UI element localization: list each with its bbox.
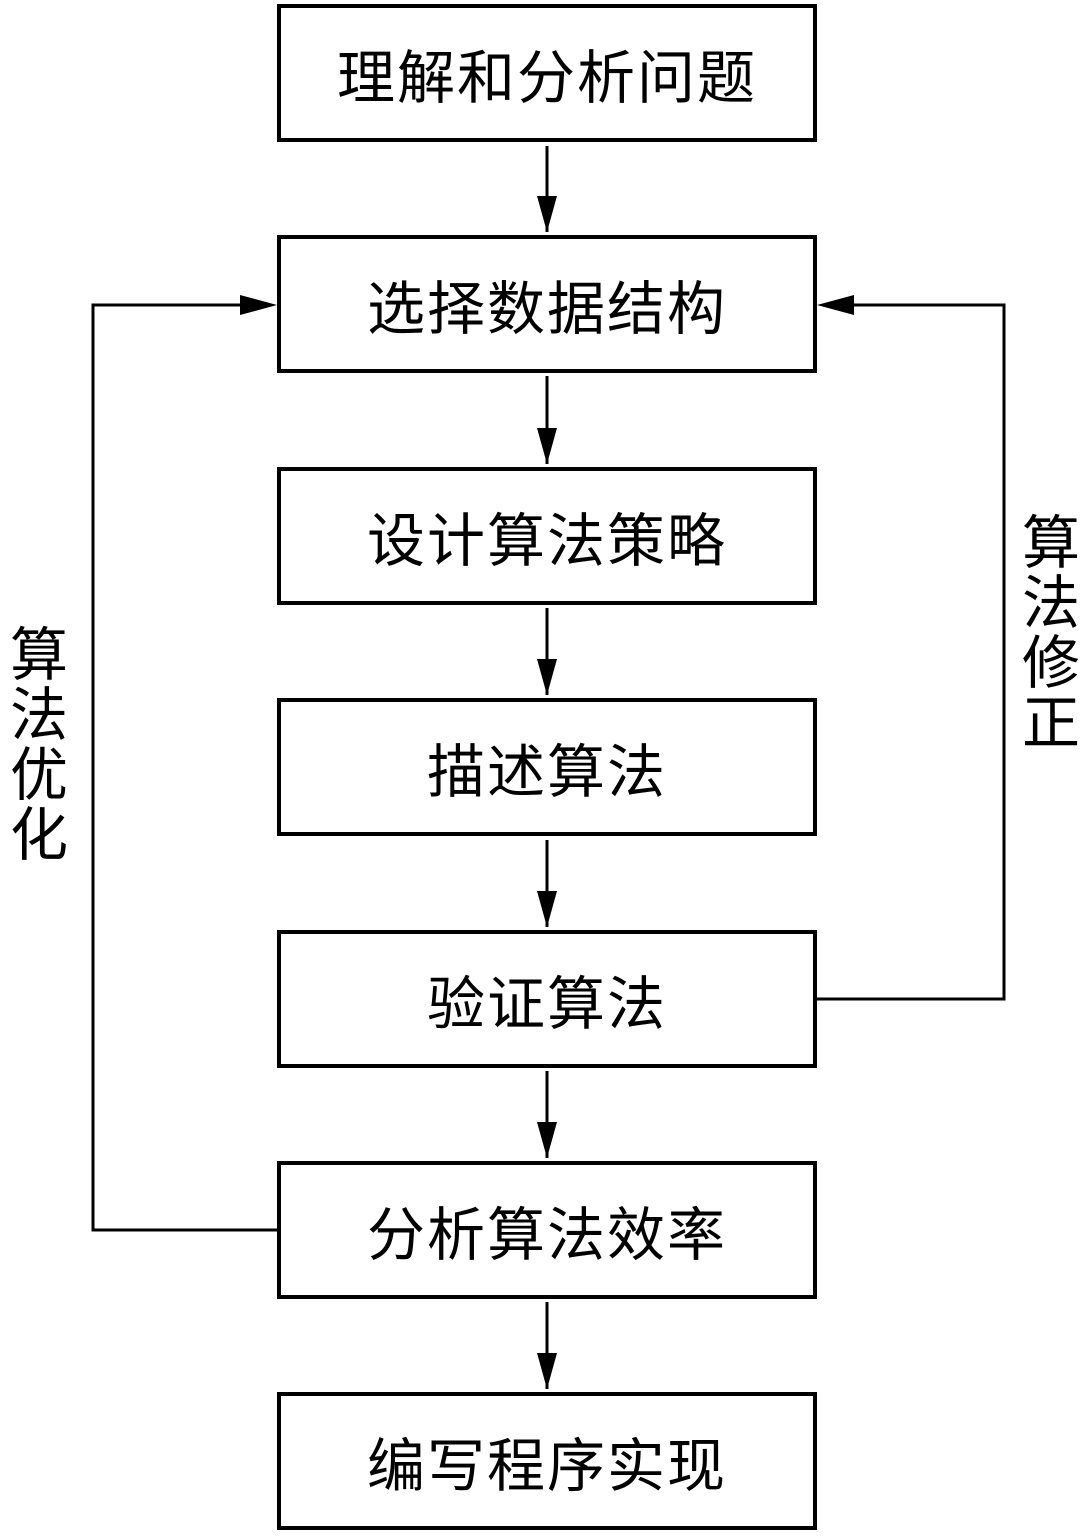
step-design-strategy: 设计算法策略: [277, 467, 817, 605]
arrowhead-6: [537, 1353, 557, 1389]
correction-label: 算法修正: [1012, 512, 1080, 752]
arrowhead-2: [537, 428, 557, 464]
step-data-structure: 选择数据结构: [277, 235, 817, 373]
step-implement: 编写程序实现: [277, 1392, 817, 1530]
optimization-loop-line: [91, 303, 277, 1232]
step-data-structure-label: 选择数据结构: [366, 275, 727, 343]
step-implement-label: 编写程序实现: [366, 1432, 727, 1500]
step-describe-label: 描述算法: [426, 738, 667, 806]
arrowhead-1: [537, 196, 557, 232]
arrowhead-3: [537, 659, 557, 695]
step-verify: 验证算法: [277, 930, 817, 1068]
arrowhead-5: [537, 1122, 557, 1158]
step-understand: 理解和分析问题: [277, 4, 817, 142]
correction-loop-line: [817, 303, 1006, 1001]
arrowhead-4: [537, 891, 557, 927]
optimization-loop-arrowhead: [240, 295, 277, 315]
step-verify-label: 验证算法: [426, 970, 667, 1038]
step-design-strategy-label: 设计算法策略: [366, 507, 727, 575]
step-analyze-efficiency-label: 分析算法效率: [366, 1201, 727, 1269]
step-describe: 描述算法: [277, 698, 817, 836]
optimization-label: 算法优化: [0, 624, 68, 864]
step-analyze-efficiency: 分析算法效率: [277, 1161, 817, 1299]
step-understand-label: 理解和分析问题: [336, 44, 757, 112]
correction-loop-arrowhead: [817, 295, 854, 315]
